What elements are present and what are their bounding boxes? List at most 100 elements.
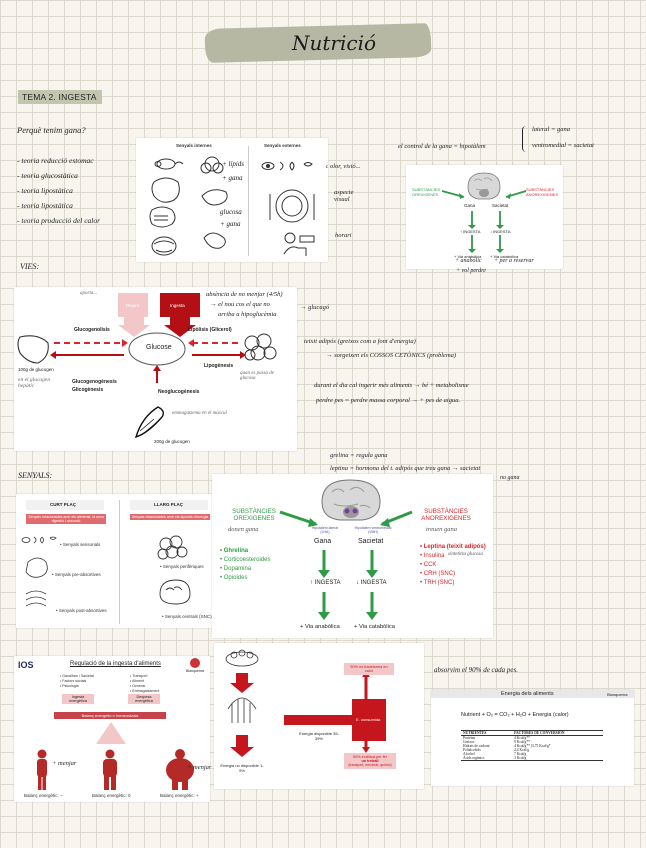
note-fam: + gana xyxy=(222,174,242,182)
top-note-hand: aporta... xyxy=(80,291,97,296)
ios-card: IOS Regulació de la ingesta d'aliments B… xyxy=(14,656,210,802)
note-olor-out: olor, visió... xyxy=(330,163,361,170)
metab-note: perdre pes = perdre massa corporal → + p… xyxy=(316,397,460,404)
liver-hand: en el glucogen hepàtic xyxy=(18,377,54,389)
senses-icon xyxy=(260,158,324,258)
menjar-hand-right: + menjar xyxy=(187,764,211,771)
equation-text: Nutrient + O₂ = CO₂ + H₂O + Energia (cal… xyxy=(461,712,569,718)
energy-flow-card: 50% es transforma en calor E. consumida … xyxy=(214,643,424,789)
disponible-label: Energia disponible 35-39% xyxy=(298,731,340,741)
external-heading: Senyals externes xyxy=(264,143,301,148)
glucogenogenesis-label: Glucogenogènesis xyxy=(72,379,117,385)
despesa-box: Despesa energètica xyxy=(128,694,160,704)
ios-right-item: • Transport xyxy=(130,674,147,678)
theory-item: - teoria producció del calor xyxy=(17,216,100,225)
down-ingesta: ↓ INGESTA xyxy=(490,229,510,234)
brand-name: Blanquerna xyxy=(186,669,204,673)
up-ingesta: ↑ INGESTA xyxy=(460,229,480,234)
human-figures xyxy=(14,748,210,792)
small-brain-card: SUBSTÀNCIES OREXIGENES SUBSTÀNCIES ANORE… xyxy=(406,165,563,269)
muscle-hand: emmagatzema en el múscul xyxy=(172,411,242,416)
curt-desc: Senyals relacionades amb els aliments, l… xyxy=(26,514,106,524)
ios-right-item: • Generar xyxy=(130,684,145,688)
box-treball: 50% s'utilitza per fer un treball (trans… xyxy=(344,753,396,769)
vies-label: VIES: xyxy=(20,262,39,271)
ios-left-item: • Gana/fam i Sacietat xyxy=(60,674,94,678)
note-glucosa: glucosa xyxy=(220,208,242,216)
note-lipids: + lípids xyxy=(222,160,244,168)
llarg-s4: • Senyals perifèriques xyxy=(160,564,204,569)
orexigen-item: • Dopamina xyxy=(220,566,251,572)
no-disponible-label: Energia no disponible 1-9% xyxy=(220,763,264,773)
balanc-neg: Balanç energètic: − xyxy=(24,793,63,798)
body-organs-icon xyxy=(144,154,244,258)
balanc-zero: Balanç energètic: 0 xyxy=(92,793,131,798)
table-row: Àcids orgànics3 Kcal/g xyxy=(461,756,603,761)
liver-caption: 100g de glucogen xyxy=(18,367,54,372)
treball-line3: (transport, mecànic, químic) xyxy=(346,763,394,767)
nutrient-cell: Àcids orgànics xyxy=(461,756,512,761)
metab-note: teixit adipós (greixos com a font d'ener… xyxy=(304,338,416,345)
grelina-note: leptina = hormona del t. adipós que treu… xyxy=(330,465,480,472)
up-ingesta: ↑ INGESTA xyxy=(310,580,341,586)
brand-logo xyxy=(190,658,200,668)
metab-note: → el nou cos el que no xyxy=(210,301,270,308)
brace xyxy=(522,126,529,152)
curt-s2: • Senyals pre-absortives xyxy=(52,572,101,577)
grelina-note: no gana xyxy=(500,475,520,481)
box-calor: 50% es transforma en calor xyxy=(344,663,394,675)
metab-note: absència de no menjar (4/5h) xyxy=(206,291,283,298)
note-horari: horari xyxy=(335,232,352,239)
via-anabolica: + Via anabòlica xyxy=(300,624,340,630)
metab-note: arriba a hipoglucèmia xyxy=(218,311,277,318)
anorexigen-item: • CCK xyxy=(420,562,436,568)
glucose-label: Glucose xyxy=(146,344,172,351)
balanc-pos: Balanç energètic: + xyxy=(160,793,199,798)
theory-item: - teoria reducció estomac xyxy=(17,156,94,165)
flow-arrows xyxy=(406,165,563,269)
neoglucogenesis-label: Neoglucogènesis xyxy=(158,389,199,395)
senyals-card: Senyals internes Senyals externes + lípi… xyxy=(136,138,328,262)
ios-right-item: • Aliment xyxy=(130,679,144,683)
down-ingesta: ↓ INGESTA xyxy=(356,580,387,586)
insulina-hand: sintetitza glucosa xyxy=(448,552,483,557)
small-brain-note3: + per a reservar xyxy=(494,258,534,264)
sacietat-label: Sacietat xyxy=(492,203,508,208)
ios-title: Regulació de la ingesta d'aliments xyxy=(70,661,161,667)
internal-heading: Senyals internes xyxy=(176,143,212,148)
consumida-label: E. consumida xyxy=(356,717,380,722)
anorexigen-item: • TRH (SNC) xyxy=(420,580,454,586)
anorexigen-item: • Leptina (teixit adipós) xyxy=(420,544,486,550)
ios-right-item: • Emmagatzament xyxy=(130,689,159,693)
senyals-label: SENYALS: xyxy=(18,471,52,480)
hip-lateral: Hipotàlem lateral (LHA) xyxy=(308,526,342,534)
divider xyxy=(248,146,249,256)
curt-title: CURT PLAÇ xyxy=(50,502,76,507)
hypothal-ventro: ventromedial = sacietat xyxy=(532,142,594,149)
theory-item: - teoria lipostàtica xyxy=(17,201,73,210)
energia-title: Energia dels aliments xyxy=(501,691,554,697)
glucogenolisis-label: Glucogenolisis xyxy=(74,327,110,333)
via-catabolica: + Via catabòlica xyxy=(354,624,395,630)
ios-logo: IOS xyxy=(18,660,34,670)
curt-llarg-card: CURT PLAÇ LLARG PLAÇ Senyals relacionade… xyxy=(16,494,216,628)
hypothal-note: el control de la gana = hipotàlem xyxy=(398,143,486,150)
curt-s3: • Senyals post-absortives xyxy=(56,608,107,613)
metab-note: → sorgeixen els COSSOS CETÒNICS (problem… xyxy=(326,352,456,359)
sacietat-label: Sacietat xyxy=(358,538,383,545)
theory-item: - teoria lipostàtica xyxy=(17,186,73,195)
small-brain-note1: + anabòlic xyxy=(455,258,482,264)
orexigen-item: • Ghrelina xyxy=(220,548,248,554)
ios-left-item: • Factors socials xyxy=(60,679,86,683)
orexigen-item: • Opioides xyxy=(220,575,247,581)
llarg-icons xyxy=(154,534,194,614)
llarg-desc: Senyals relacionades amb els dipòsits d'… xyxy=(130,514,210,520)
adipose-hand: quan es passa de glucosa xyxy=(240,371,276,381)
tema-label: TEMA 2. INGESTA xyxy=(22,92,97,102)
question-text: Perquè tenim gana? xyxy=(17,125,86,135)
gana-label: Gana xyxy=(314,538,331,545)
conversion-table: NUTRIENTES FACTORES DE CONVERSIÓN Proteï… xyxy=(461,730,603,761)
menjar-hand: + menjar xyxy=(52,760,76,767)
ios-left-item: • Psicologia xyxy=(60,684,79,688)
divider xyxy=(119,500,120,624)
